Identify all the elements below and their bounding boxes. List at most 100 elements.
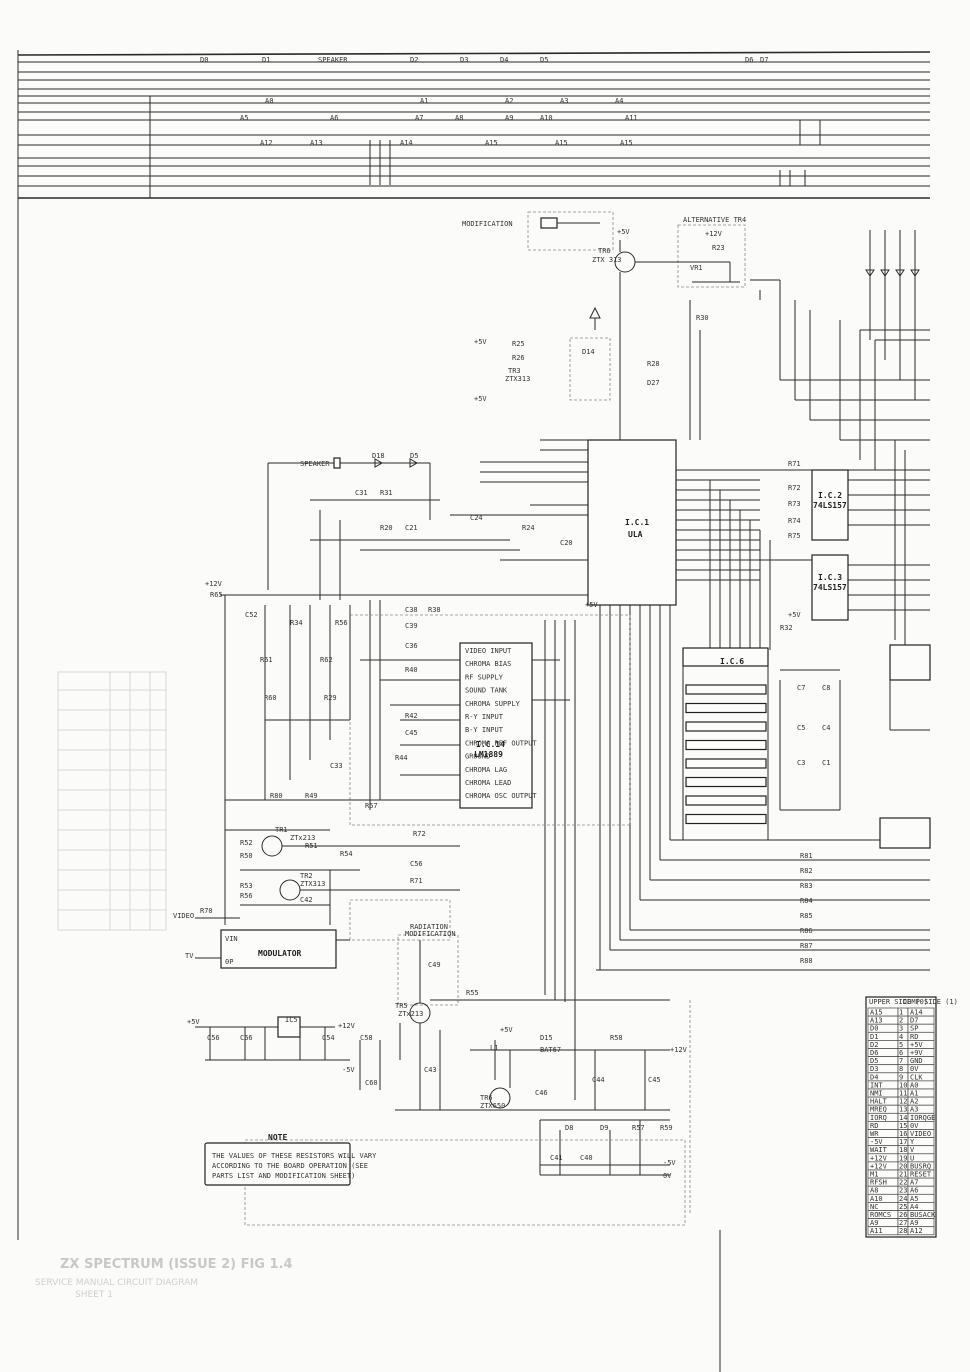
component-label-117: +5V — [474, 338, 487, 346]
bus-label-16: A7 — [415, 114, 423, 122]
edge-header-comp: COMP SIDE (1) — [903, 998, 958, 1006]
bus-label-1: D1 — [262, 56, 270, 64]
edge-comp-signal: A5 — [910, 1195, 918, 1203]
component-label-27: R65 — [210, 591, 223, 599]
note-box: NOTE THE VALUES OF THESE RESISTORS WILL … — [204, 1133, 377, 1186]
ic-label-4: I.C.3 — [818, 573, 842, 582]
component-label-61: R72 — [413, 830, 426, 838]
edge-comp-signal: A3 — [910, 1106, 918, 1114]
edge-comp-signal: A9 — [910, 1219, 918, 1227]
mux-ics — [709, 469, 930, 650]
component-label-104: R82 — [800, 867, 813, 875]
component-label-14: D27 — [647, 379, 660, 387]
lm1889-pin-label: SOUND TANK — [465, 687, 508, 695]
component-label-95: +5V — [788, 611, 801, 619]
ram-chip — [685, 702, 767, 714]
component-label-98: C8 — [822, 684, 830, 692]
edge-pin-number: 19 — [899, 1154, 907, 1162]
edge-comp-signal: CLK — [910, 1073, 923, 1081]
component-label-114: +5V — [500, 1026, 513, 1034]
ula-ic1 — [220, 337, 930, 971]
component-label-72: D15 — [540, 1034, 553, 1042]
bus-label-11: A2 — [505, 97, 513, 105]
component-label-106: R84 — [800, 897, 813, 905]
component-label-76: R58 — [610, 1034, 623, 1042]
edge-upper-signal: A8 — [870, 1187, 878, 1195]
component-label-113: +5V — [187, 1018, 200, 1026]
component-label-120: 0V — [663, 1172, 672, 1180]
component-label-102: C1 — [822, 759, 830, 767]
diagram-sheet: SHEET 1 — [75, 1290, 113, 1300]
component-label-55: C36 — [405, 642, 418, 650]
lm1889-pin-label: CHROMA LEAD — [465, 779, 511, 787]
lm1889-pin-label: CHROMA OSC OUTPUT — [465, 792, 537, 800]
modulator-pin-0p: 0P — [225, 958, 233, 966]
component-label-78: C56 — [207, 1034, 220, 1042]
component-label-59: R44 — [395, 754, 408, 762]
component-label-67: R55 — [466, 989, 479, 997]
component-label-91: R72 — [788, 484, 801, 492]
lm1889-pin-label: CHROMA REF OUTPUT — [465, 739, 537, 747]
edge-pin-number: 12 — [899, 1098, 907, 1106]
component-label-49: VIDEO — [173, 912, 194, 920]
edge-comp-signal: V — [910, 1146, 915, 1154]
component-label-63: R71 — [410, 877, 423, 885]
edge-pin-number: 17 — [899, 1138, 907, 1146]
component-label-33: R60 — [264, 694, 277, 702]
bus-label-18: A9 — [505, 114, 513, 122]
edge-pin-number: 27 — [899, 1219, 907, 1227]
bus-label-20: A11 — [625, 114, 638, 122]
bus-label-7: D6 — [745, 56, 753, 64]
edge-pin-number: 24 — [899, 1195, 907, 1203]
component-label-97: C7 — [797, 684, 805, 692]
edge-upper-signal: WR — [870, 1130, 879, 1138]
component-label-39: ZTx213 — [290, 834, 315, 842]
edge-pin-number: 5 — [899, 1041, 903, 1049]
bus-label-2: SPEAKER — [318, 56, 348, 64]
regulator-tr5: RADIATION MODIFICATION — [395, 923, 670, 1111]
edge-pin-number: 16 — [899, 1130, 907, 1138]
ic-label-8: LM1889 — [474, 750, 503, 759]
bus-label-19: A10 — [540, 114, 553, 122]
edge-comp-signal: A12 — [910, 1227, 923, 1235]
edge-upper-signal: -5V — [870, 1138, 883, 1146]
speaker-circuit — [267, 457, 520, 600]
edge-comp-signal: VIDEO — [910, 1130, 931, 1138]
component-label-68: C43 — [424, 1066, 437, 1074]
component-label-21: R20 — [380, 524, 393, 532]
edge-upper-signal: D6 — [870, 1049, 878, 1057]
edge-pin-number: 6 — [899, 1049, 903, 1057]
component-label-37: R49 — [305, 792, 318, 800]
component-label-29: R34 — [290, 619, 303, 627]
edge-pin-number: 2 — [899, 1017, 903, 1025]
edge-pin-number: 25 — [899, 1203, 907, 1211]
component-label-75: C45 — [648, 1076, 661, 1084]
component-label-90: R71 — [788, 460, 801, 468]
component-label-3: R23 — [712, 244, 725, 252]
component-label-47: C42 — [300, 896, 313, 904]
edge-comp-signal: +9V — [910, 1049, 923, 1057]
component-label-43: R54 — [340, 850, 353, 858]
component-label-84: D8 — [565, 1124, 573, 1132]
component-label-57: R42 — [405, 712, 418, 720]
component-label-16: SPEAKER — [300, 460, 330, 468]
component-label-26: +12V — [205, 580, 223, 588]
edge-pin-number: 3 — [899, 1025, 903, 1033]
power-supply — [195, 1000, 691, 1226]
edge-upper-signal: A13 — [870, 1017, 883, 1025]
note-title: NOTE — [268, 1133, 287, 1142]
bus-label-25: A15 — [555, 139, 568, 147]
component-label-51: TV — [185, 952, 194, 960]
